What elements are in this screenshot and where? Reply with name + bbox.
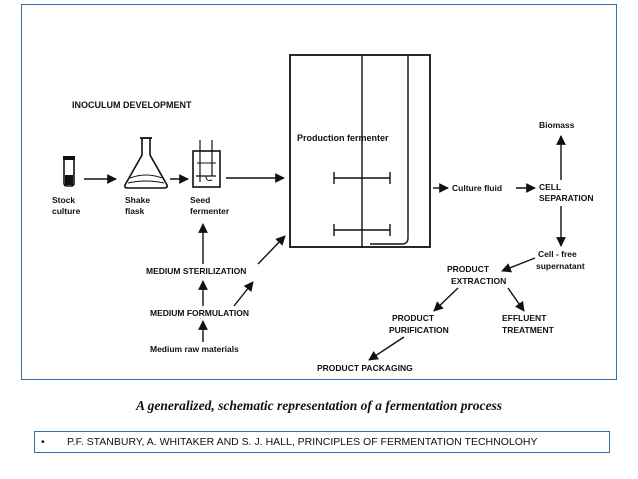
section-label-inoculum: INOCULUM DEVELOPMENT bbox=[72, 100, 192, 110]
seed-fermenter-icon bbox=[192, 140, 221, 188]
label-product-purification-line1: PRODUCT bbox=[392, 313, 435, 323]
arrow-sterilization-to-production bbox=[257, 235, 286, 265]
citation-box: • P.F. STANBURY, A. WHITAKER AND S. J. H… bbox=[34, 431, 610, 453]
label-production-fermenter: Production fermenter bbox=[297, 133, 389, 143]
label-biomass: Biomass bbox=[539, 120, 575, 130]
arrow-cell-free-to-extraction bbox=[501, 257, 536, 273]
label-cell-separation-line1: CELL bbox=[539, 182, 561, 192]
label-product-extraction-line2: EXTRACTION bbox=[451, 276, 506, 286]
arrow-purification-to-packaging bbox=[368, 336, 405, 361]
label-shake-flask-line1: Shake bbox=[125, 195, 150, 205]
production-fermenter-icon bbox=[289, 54, 431, 248]
shake-flask-icon bbox=[124, 137, 168, 189]
arrow-extraction-to-purification bbox=[433, 287, 459, 312]
stock-culture-vial-icon bbox=[63, 156, 75, 187]
label-cell-free-line1: Cell - free bbox=[538, 249, 577, 259]
label-effluent-treatment-line1: EFFLUENT bbox=[502, 313, 547, 323]
arrow-formulation-to-production bbox=[233, 281, 254, 307]
label-cell-free-line2: supernatant bbox=[536, 261, 585, 271]
arrow-extraction-to-effluent bbox=[507, 287, 525, 312]
fermentation-diagram: INOCULUM DEVELOPMENT Stock culture Shake… bbox=[52, 54, 593, 373]
label-shake-flask-line2: flask bbox=[125, 206, 145, 216]
label-medium-raw-materials: Medium raw materials bbox=[150, 344, 239, 354]
label-product-packaging: PRODUCT PACKAGING bbox=[317, 363, 413, 373]
label-seed-fermenter-line2: fermenter bbox=[190, 206, 230, 216]
label-culture-fluid: Culture fluid bbox=[452, 183, 502, 193]
label-product-extraction-line1: PRODUCT bbox=[447, 264, 490, 274]
label-product-purification-line2: PURIFICATION bbox=[389, 325, 449, 335]
figure-caption: A generalized, schematic representation … bbox=[136, 398, 502, 413]
label-stock-culture-line1: Stock bbox=[52, 195, 75, 205]
label-stock-culture-line2: culture bbox=[52, 206, 81, 216]
label-cell-separation-line2: SEPARATION bbox=[539, 193, 593, 203]
citation-bullet: • bbox=[41, 436, 45, 448]
label-effluent-treatment-line2: TREATMENT bbox=[502, 325, 555, 335]
label-seed-fermenter-line1: Seed bbox=[190, 195, 210, 205]
label-medium-formulation: MEDIUM FORMULATION bbox=[150, 308, 249, 318]
citation-text: P.F. STANBURY, A. WHITAKER AND S. J. HAL… bbox=[67, 436, 538, 448]
label-medium-sterilization: MEDIUM STERILIZATION bbox=[146, 266, 246, 276]
figure-frame bbox=[21, 4, 617, 380]
